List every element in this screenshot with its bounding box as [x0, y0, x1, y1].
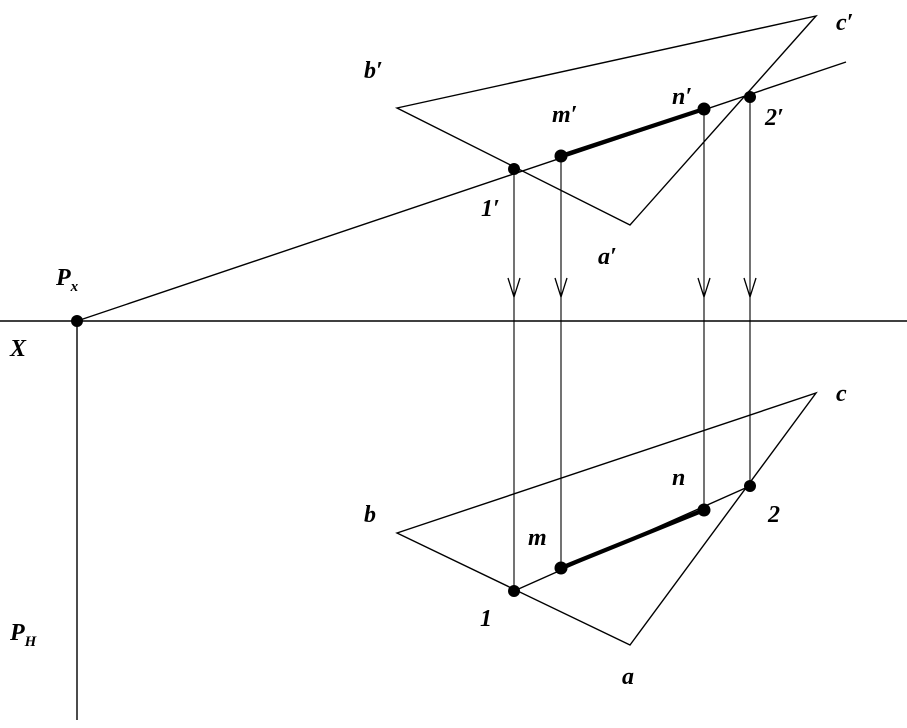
arrowhead-m	[554, 277, 568, 300]
label-px-sub: x	[70, 279, 79, 295]
triangle-top-view	[395, 391, 818, 646]
label-b: b	[364, 502, 376, 528]
point-px	[71, 315, 83, 327]
label-c-prime: c′	[836, 10, 853, 36]
label-n: n	[672, 465, 685, 491]
label-ph: PH	[9, 620, 38, 650]
point-n	[697, 503, 711, 517]
label-px-main: P	[55, 265, 71, 291]
point-2-prime	[744, 91, 756, 103]
triangle-front-view	[394, 14, 818, 226]
segment-mn-top	[558, 507, 707, 571]
label-px: Px	[55, 265, 79, 295]
label-ph-sub: H	[24, 634, 38, 650]
label-2: 2	[767, 502, 780, 528]
label-b-prime: b′	[364, 58, 383, 84]
label-2-prime: 2′	[764, 105, 784, 131]
point-m-prime	[554, 149, 568, 163]
label-n-prime: n′	[672, 84, 692, 110]
arrowhead-2	[743, 277, 757, 300]
arrowhead-n	[697, 277, 711, 300]
segment-mn-front	[558, 106, 707, 159]
point-2	[744, 480, 756, 492]
label-m: m	[528, 525, 547, 551]
pv-trace-line	[76, 61, 847, 322]
label-1-prime: 1′	[481, 196, 500, 222]
label-1: 1	[480, 606, 492, 632]
label-m-prime: m′	[552, 102, 577, 128]
point-n-prime	[697, 102, 711, 116]
label-ph-main: P	[9, 620, 25, 646]
label-a: a	[622, 664, 634, 690]
label-x-axis: X	[9, 336, 27, 362]
label-c: c	[836, 381, 847, 407]
label-a-prime: a′	[598, 244, 617, 270]
point-1	[508, 585, 520, 597]
point-m	[554, 561, 568, 575]
arrowhead-1	[507, 277, 521, 300]
point-1-prime	[508, 163, 520, 175]
